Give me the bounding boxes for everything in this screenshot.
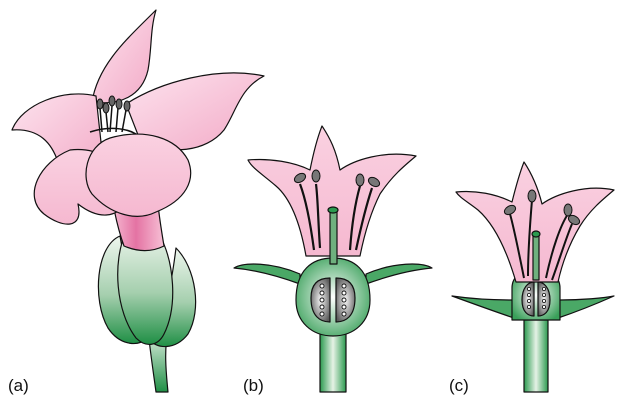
stem-c bbox=[524, 320, 548, 392]
ovary-wall-b bbox=[296, 258, 370, 336]
sepal-left-b bbox=[234, 264, 300, 284]
sepal-right-b bbox=[366, 264, 432, 284]
style-b bbox=[330, 212, 337, 264]
stigma-b bbox=[328, 207, 338, 213]
stigma-c bbox=[532, 231, 540, 237]
panel-label-b: (b) bbox=[243, 377, 264, 394]
flower-c bbox=[452, 162, 614, 392]
panel-label-a: (a) bbox=[8, 377, 29, 394]
petal-top-a bbox=[92, 10, 156, 103]
style-c bbox=[533, 236, 539, 280]
sepal-right-c bbox=[558, 296, 614, 318]
panel-label-c: (c) bbox=[449, 377, 469, 394]
sepal-left-c bbox=[452, 296, 514, 318]
flower-a bbox=[12, 10, 264, 392]
flower-b bbox=[234, 126, 432, 392]
